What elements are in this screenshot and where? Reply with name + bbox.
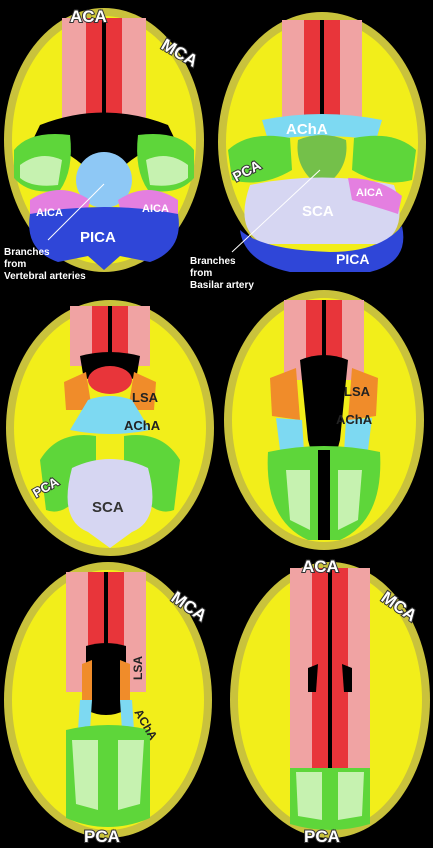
pca-label-5: PCA bbox=[84, 827, 120, 846]
aca-label-6: ACA bbox=[302, 557, 339, 576]
basilar-note-line3: Basilar artery bbox=[190, 280, 254, 291]
vertebral-note-line1: Branches bbox=[4, 247, 50, 258]
basilar-note-line1: Branches bbox=[190, 256, 236, 267]
acha-label-3: AChA bbox=[124, 418, 161, 433]
aca-territory-right bbox=[340, 20, 362, 130]
pca-territory-left bbox=[228, 135, 292, 183]
acha-label-2: AChA bbox=[286, 121, 328, 138]
vertebral-note-line2: from bbox=[4, 259, 26, 270]
section-ventricle-level: MCA LSA AChA PCA bbox=[4, 562, 212, 847]
acha-territory bbox=[262, 114, 382, 140]
section-pons-level: AChA PCA AICA SCA PICA Branches from Bas… bbox=[190, 12, 426, 291]
vertebral-branch-territory bbox=[76, 152, 132, 208]
lsa-territory-left bbox=[270, 368, 300, 420]
aca-territory-left bbox=[66, 572, 88, 692]
lsa-territory-right bbox=[128, 372, 156, 410]
section-semiovale-level: ACA MCA PCA bbox=[230, 556, 430, 847]
pca-label-6: PCA bbox=[304, 827, 340, 846]
aca-territory-right bbox=[122, 18, 146, 118]
pica-label-2: PICA bbox=[336, 251, 369, 267]
aica-label-1b: AICA bbox=[142, 203, 169, 215]
lsa-territory-left bbox=[64, 372, 92, 410]
lsa-territory bbox=[120, 660, 130, 700]
section-basal-ganglia-level: LSA AChA bbox=[224, 290, 424, 550]
basilar-note-line2: from bbox=[190, 268, 212, 279]
lsa-label-5: LSA bbox=[131, 656, 145, 680]
sca-territory bbox=[67, 459, 153, 548]
aca-territory-left bbox=[62, 18, 86, 118]
sca-label-3: SCA bbox=[92, 499, 124, 516]
acha-territory bbox=[120, 700, 134, 730]
pica-territory bbox=[240, 226, 404, 272]
acha-territory-right bbox=[344, 418, 372, 452]
aca-territory-left bbox=[282, 20, 304, 130]
section-midbrain-level: LSA AChA PCA SCA bbox=[6, 300, 214, 556]
aca-territory-left bbox=[290, 568, 312, 768]
aica-territory bbox=[348, 178, 402, 214]
vertebral-note-line3: Vertebral arteries bbox=[4, 271, 86, 282]
pica-label-1: PICA bbox=[80, 229, 116, 246]
aca-label-1: ACA bbox=[70, 7, 107, 26]
lsa-label-4: LSA bbox=[344, 384, 371, 399]
sca-label-2: SCA bbox=[302, 203, 334, 220]
lsa-territory-right bbox=[348, 368, 378, 420]
pica-territory bbox=[29, 207, 179, 270]
aca-territory-right bbox=[124, 572, 146, 692]
aica-label-2: AICA bbox=[356, 187, 383, 199]
lsa-label-3: LSA bbox=[132, 390, 159, 405]
acha-label-4: AChA bbox=[336, 412, 373, 427]
section-medulla-level: ACA MCA AICA AICA PICA Branches from Ver… bbox=[4, 6, 204, 282]
acha-territory-left bbox=[276, 418, 304, 452]
aca-territory-right bbox=[348, 568, 370, 768]
pca-territory-right bbox=[352, 135, 416, 183]
acha-territory bbox=[70, 396, 150, 434]
basilar-branch-territory bbox=[297, 135, 347, 188]
aica-label-1a: AICA bbox=[36, 207, 63, 219]
